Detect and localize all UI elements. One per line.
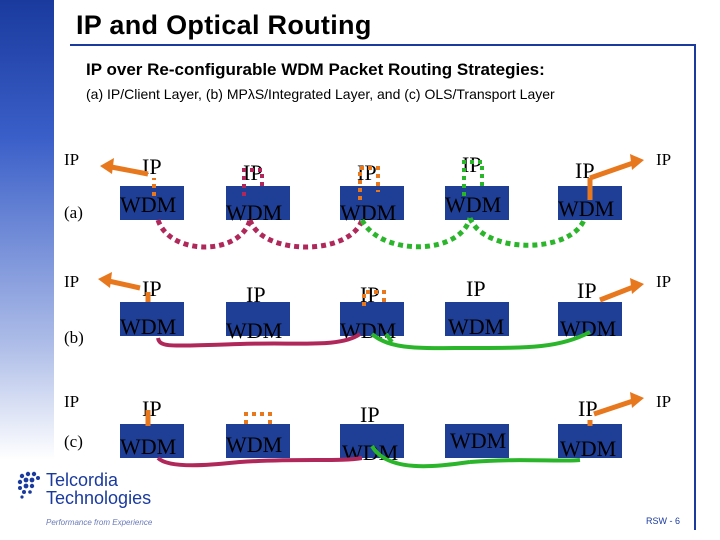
logo-tagline: Performance from Experience xyxy=(46,518,153,527)
wdm-box xyxy=(226,302,290,336)
node-wdm-label: WDM xyxy=(560,436,617,461)
logo-line2: Technologies xyxy=(46,488,152,508)
access-arrowhead xyxy=(630,154,644,170)
title-rule xyxy=(70,44,695,46)
node-wdm-label: WDM xyxy=(450,428,507,453)
wdm-box xyxy=(120,186,184,220)
dotted-ip-hop xyxy=(244,412,272,424)
description: (a) IP/Client Layer, (b) MPλS/Integrated… xyxy=(86,86,555,102)
access-arrow-right xyxy=(589,159,637,181)
wdm-box xyxy=(445,302,509,336)
node-wdm-label: WDM xyxy=(226,432,283,457)
row-c-ip-right: IP xyxy=(656,392,672,411)
row-b-label: (b) xyxy=(64,328,84,347)
slide-title: IP and Optical Routing xyxy=(76,10,372,40)
right-rule xyxy=(694,44,696,530)
wdm-box xyxy=(445,186,509,220)
access-arrowhead xyxy=(630,392,644,408)
node-ip-label: IP xyxy=(246,282,266,307)
node-ip-label: IP xyxy=(243,160,263,185)
dotted-ip-hop xyxy=(242,168,264,196)
row-b-ip-left: IP xyxy=(64,272,80,291)
wdm-box xyxy=(558,302,622,336)
wdm-box xyxy=(226,186,290,220)
access-arrowhead xyxy=(630,278,644,294)
node-wdm-label: WDM xyxy=(558,196,615,221)
row-a-ip-left: IP xyxy=(64,150,80,169)
node-wdm-label: WDM xyxy=(226,200,283,225)
lightpath xyxy=(370,444,471,469)
access-arrowhead xyxy=(100,158,114,174)
dotted-lightpath xyxy=(359,217,473,250)
lightpath xyxy=(156,456,363,468)
dotted-ip-hop xyxy=(362,290,386,306)
node-ip-label: IP xyxy=(577,278,597,303)
dotted-lightpath xyxy=(155,219,253,250)
access-arrow-right xyxy=(599,283,637,303)
wdm-box xyxy=(340,302,404,336)
lightpath xyxy=(384,332,394,344)
row-b-ip-right: IP xyxy=(656,272,672,291)
dotted-ip-hop xyxy=(462,160,484,196)
wdm-box xyxy=(120,302,184,336)
logo-line1: Telcordia xyxy=(46,470,119,490)
node-wdm-label: WDM xyxy=(448,314,505,339)
node-wdm-label: WDM xyxy=(560,316,617,341)
access-arrow-left xyxy=(105,163,149,177)
node-wdm-label: WDM xyxy=(120,192,177,217)
node-wdm-label: WDM xyxy=(340,200,397,225)
wdm-box xyxy=(120,424,184,458)
row-c-ip-left: IP xyxy=(64,392,80,411)
dotted-lightpath xyxy=(247,218,365,250)
lightpath xyxy=(370,330,591,351)
node-ip-label: IP xyxy=(466,276,486,301)
wdm-box xyxy=(226,424,290,458)
node-wdm-label: WDM xyxy=(120,314,177,339)
row-a-label: (a) xyxy=(64,203,83,222)
wdm-box xyxy=(558,424,622,458)
wdm-box xyxy=(445,424,509,458)
access-arrowhead xyxy=(98,272,112,288)
wdm-box xyxy=(340,424,404,458)
dotted-ip-hop xyxy=(358,166,380,200)
node-ip-label: IP xyxy=(578,396,598,421)
access-arrow-right xyxy=(593,397,637,417)
lightpath xyxy=(469,458,581,464)
row-a-ip-right: IP xyxy=(656,150,672,169)
node-wdm-label: WDM xyxy=(226,318,283,343)
row-c-label: (c) xyxy=(64,432,83,451)
telcordia-logo-icon xyxy=(17,471,40,499)
node-wdm-label: WDM xyxy=(120,434,177,459)
node-ip-label: IP xyxy=(360,282,380,307)
lightpath xyxy=(156,332,362,348)
wdm-box xyxy=(340,186,404,220)
node-wdm-label: WDM xyxy=(445,192,502,217)
slide-number: RSW - 6 xyxy=(646,516,681,526)
node-ip-label: IP xyxy=(360,402,380,427)
left-gradient-bar xyxy=(0,0,54,460)
dotted-lightpath xyxy=(467,216,587,248)
subtitle: IP over Re-configurable WDM Packet Routi… xyxy=(86,60,545,79)
node-ip-label: IP xyxy=(462,152,482,177)
